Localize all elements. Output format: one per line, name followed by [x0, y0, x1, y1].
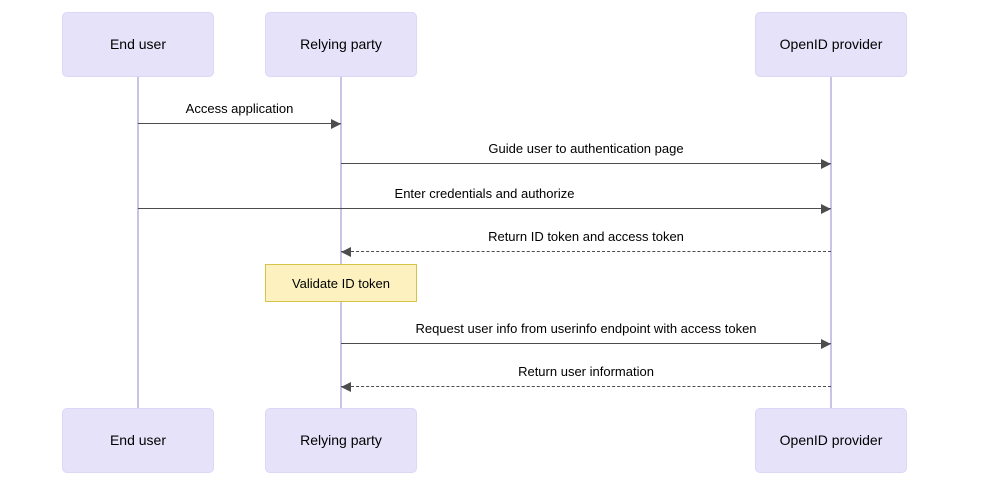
participant-box-openid-provider-top[interactable]: OpenID provider — [755, 12, 907, 77]
participant-label: Relying party — [300, 36, 382, 53]
message-line-msg-return-user-information — [341, 386, 831, 387]
participant-box-relying-party-top[interactable]: Relying party — [265, 12, 417, 77]
message-label-msg-guide-user: Guide user to authentication page — [488, 141, 684, 156]
arrow-head-right-icon — [821, 159, 831, 169]
participant-label: OpenID provider — [779, 432, 883, 449]
message-line-msg-enter-credentials — [138, 208, 831, 209]
participant-label: End user — [109, 36, 167, 53]
participant-box-end-user-bottom[interactable]: End user — [62, 408, 214, 473]
arrow-head-right-icon — [331, 119, 341, 129]
message-line-msg-return-id-token — [341, 251, 831, 252]
lifeline-relying-party — [340, 77, 342, 408]
lifeline-end-user — [137, 77, 139, 408]
message-label-msg-access-application: Access application — [185, 101, 294, 116]
arrow-head-left-icon — [341, 382, 351, 392]
participant-box-openid-provider-bottom[interactable]: OpenID provider — [755, 408, 907, 473]
participant-label: Relying party — [300, 432, 382, 449]
participant-box-relying-party-bottom[interactable]: Relying party — [265, 408, 417, 473]
message-line-msg-request-user-info — [341, 343, 831, 344]
participant-label: OpenID provider — [779, 36, 883, 53]
lifeline-openid-provider — [830, 77, 832, 408]
message-label-msg-return-user-information: Return user information — [518, 364, 654, 379]
note-note-validate-id-token[interactable]: Validate ID token — [265, 264, 417, 302]
note-label: Validate ID token — [291, 275, 391, 291]
message-label-msg-enter-credentials: Enter credentials and authorize — [394, 186, 575, 201]
arrow-head-right-icon — [821, 204, 831, 214]
arrow-head-left-icon — [341, 247, 351, 257]
message-line-msg-access-application — [138, 123, 341, 124]
participant-box-end-user-top[interactable]: End user — [62, 12, 214, 77]
arrow-head-right-icon — [821, 339, 831, 349]
message-label-msg-request-user-info: Request user info from userinfo endpoint… — [415, 321, 757, 336]
message-line-msg-guide-user — [341, 163, 831, 164]
message-label-msg-return-id-token: Return ID token and access token — [488, 229, 684, 244]
participant-label: End user — [109, 432, 167, 449]
